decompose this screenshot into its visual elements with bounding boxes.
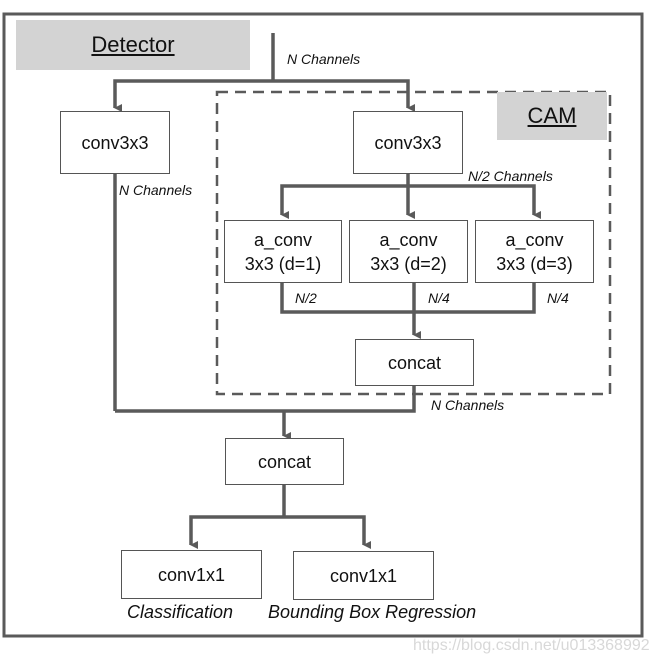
node-sublabel: 3x3 (d=1) — [244, 253, 322, 274]
node-label: conv1x1 — [157, 564, 226, 585]
node-label: conv3x3 — [81, 132, 149, 153]
node-label: a_conv — [379, 229, 438, 250]
node-label: concat — [387, 352, 442, 373]
node-sublabel: 3x3 (d=3) — [496, 253, 573, 274]
detector-header: Detector — [16, 20, 250, 70]
classification-conv1x1-node: conv1x1 — [121, 550, 262, 599]
edge-to-cls — [189, 515, 284, 549]
edge-to-aconv3 — [408, 184, 541, 219]
edge-to-bbox — [284, 515, 371, 549]
node-label: concat — [257, 451, 312, 472]
aconv-d2-node: a_conv 3x3 (d=2) — [349, 220, 468, 283]
edge-to-aconv1 — [280, 184, 408, 219]
edge-to-detector-conv — [113, 79, 273, 112]
main-concat-node: concat — [225, 438, 344, 485]
output-label-bbox: Bounding Box Regression — [268, 602, 477, 622]
edge-aconv1-out — [280, 283, 536, 314]
node-label: conv1x1 — [329, 565, 398, 586]
watermark: https://blog.csdn.net/u013368992 — [413, 637, 650, 654]
edge-label-detector-out: N Channels — [119, 182, 193, 198]
node-label: a_conv — [253, 229, 313, 250]
edge-label-aconv3-out: N/4 — [547, 290, 569, 306]
detector-conv3x3-node: conv3x3 — [60, 111, 170, 174]
cam-concat-node: concat — [355, 339, 474, 386]
node-sublabel: 3x3 (d=2) — [370, 253, 447, 274]
edge-label-aconv1-out: N/2 — [295, 290, 317, 306]
edge-label-aconv2-out: N/4 — [428, 290, 450, 306]
cam-header: CAM — [497, 92, 607, 140]
edge-label-cam-conv-out: N/2 Channels — [468, 168, 553, 184]
output-label-classification: Classification — [127, 602, 234, 622]
edge-to-cam-conv — [273, 79, 415, 112]
edge-label-cam-out: N Channels — [431, 397, 505, 413]
cam-conv3x3-node: conv3x3 — [353, 111, 463, 174]
aconv-d1-node: a_conv 3x3 (d=1) — [224, 220, 342, 283]
aconv-d3-node: a_conv 3x3 (d=3) — [475, 220, 594, 283]
edge-label-input: N Channels — [287, 51, 361, 67]
bbox-conv1x1-node: conv1x1 — [293, 551, 434, 600]
node-label: conv3x3 — [374, 132, 442, 153]
edge-cam-out — [115, 386, 416, 413]
node-label: a_conv — [505, 229, 564, 250]
outer-frame — [2, 12, 644, 638]
